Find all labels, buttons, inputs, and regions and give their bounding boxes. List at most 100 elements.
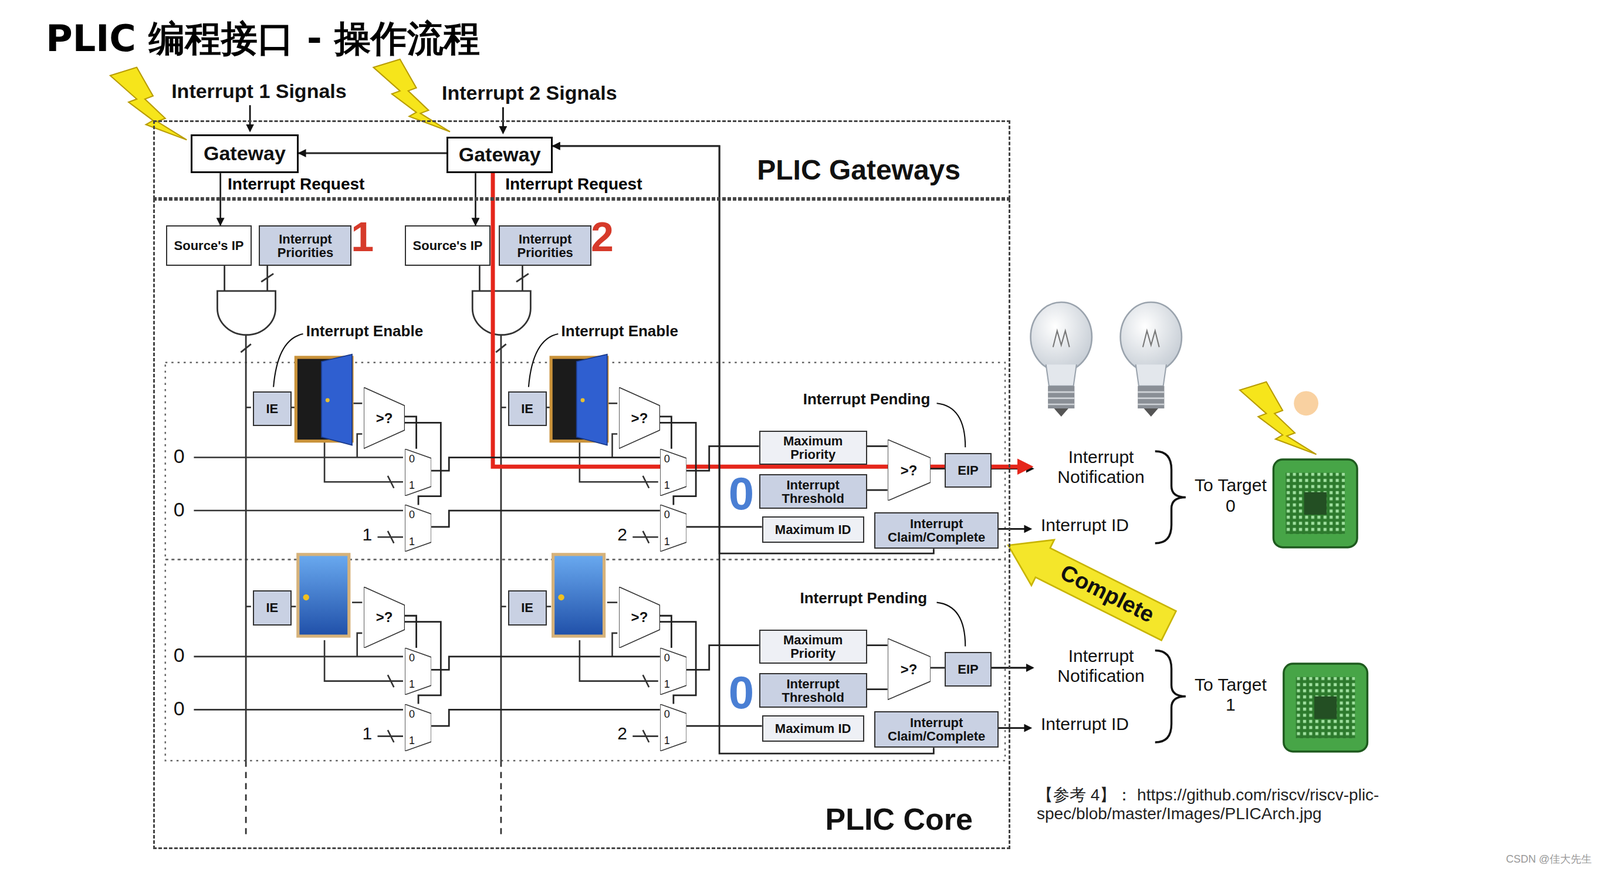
box-label: Gateway [203,143,286,165]
leader-line [273,333,558,387]
and-gate [217,291,276,336]
signal-wire [867,489,888,492]
multiplexer-outline [660,504,687,552]
wire [387,475,394,544]
output-label: Interrupt ID [1040,714,1129,735]
signal-label: Interrupt 1 Signals [171,79,347,103]
lightbulb [1030,302,1092,372]
input-constant: 0 [173,444,185,468]
signal-wire [867,445,888,448]
open-door [550,354,608,446]
box-label: >? [900,462,918,478]
wire [193,509,404,512]
multiplexer-outline [660,448,687,496]
comparator: >? [363,387,405,449]
input-constant: 0 [173,697,185,720]
signal-wire [686,445,760,471]
mux-input-number: 1 [408,536,415,548]
mux-input-number: 0 [408,652,415,664]
leader-line [273,333,303,387]
comparator-outline [618,387,661,449]
comparator-outline [887,638,931,700]
box-label: Gateway [458,144,541,166]
box-label: >? [631,609,649,625]
closed-door [303,594,310,601]
highlight-path [492,171,1021,467]
box-label: >? [376,410,394,426]
wire-label: Interrupt Request [226,175,366,194]
signal-wire [686,725,763,727]
mux-input-number: 0 [664,453,671,465]
mux-input-number: 1 [664,536,671,548]
threshold-value: 0 [728,470,754,517]
register-box: Maximum ID [762,715,865,742]
mux-input-number: 0 [408,509,415,521]
box-label: IE [265,600,279,615]
callout-number: 1 [350,216,374,258]
source-id: 2 [617,524,628,546]
watermark: CSDN @佳大先生 [1489,853,1592,866]
target-label: To Target 1 [1189,674,1272,716]
box-label: IE [265,401,279,416]
output-wire [1155,451,1186,544]
wire [193,655,404,658]
mux-input-number: 0 [664,509,671,521]
mux-input-number: 1 [408,479,415,492]
comparator: >? [887,638,931,700]
source-id: 1 [362,723,372,744]
open-door [321,354,353,446]
wire [245,406,252,409]
box-label: Maximum ID [775,522,852,537]
multiplexer-outline [660,647,687,695]
register-box: EIP [944,651,992,687]
multiplexer: 01 [404,448,432,496]
output-wire [937,403,966,448]
multiplexer-outline [404,504,432,552]
complete-arrow [996,522,1181,649]
multiplexer-outline [404,647,432,695]
signal-wire [298,152,447,155]
wire-label: Interrupt Request [503,175,644,194]
lightbulb [1030,302,1092,417]
box-label: Maximum Priority [760,434,867,462]
signal-wire [867,644,888,646]
box-label: Interrupt Claim/Complete [875,516,998,544]
comparator: >? [618,586,661,648]
signal-wire [660,416,672,449]
signal-wire [431,510,661,527]
signal-wire [431,457,661,472]
box-label: Maximum ID [775,721,852,736]
signal-wire [660,621,696,705]
multiplexer: 01 [660,448,687,496]
source-id: 2 [617,723,628,744]
register-box: Interrupt Priorities [498,225,592,267]
register-box: Maximum Priority [759,629,868,664]
cpu-chip [1283,663,1368,752]
box-label: Maximum Priority [760,633,867,661]
multiplexer: 01 [660,647,687,695]
multiplexer: 01 [404,504,432,552]
enable-label: Interrupt Enable [306,322,424,341]
cpu-chip [1273,459,1358,548]
comparator-outline [363,586,405,648]
pending-label: Interrupt Pending [800,589,928,608]
output-label: Interrupt Notification [1044,447,1158,488]
register-box: Interrupt Claim/Complete [874,512,999,550]
register-box: IE [508,391,547,426]
source-id: 1 [362,524,372,546]
threshold-value: 0 [728,669,754,716]
mux-input-number: 1 [408,735,415,747]
box-label: >? [900,661,918,677]
leader-line [528,333,558,387]
signal-label: Interrupt 2 Signals [441,81,618,105]
cpu-chip [1304,492,1327,515]
multiplexer: 01 [660,504,687,552]
signal-wire [552,146,934,554]
multiplexer: 01 [404,647,432,695]
multiplexer-outline [404,647,432,695]
lightbulb [1054,408,1069,417]
comparator: >? [618,387,661,449]
multiplexer-outline [660,504,687,552]
lightbulb [1053,330,1070,348]
multiplexer-outline [660,704,687,752]
